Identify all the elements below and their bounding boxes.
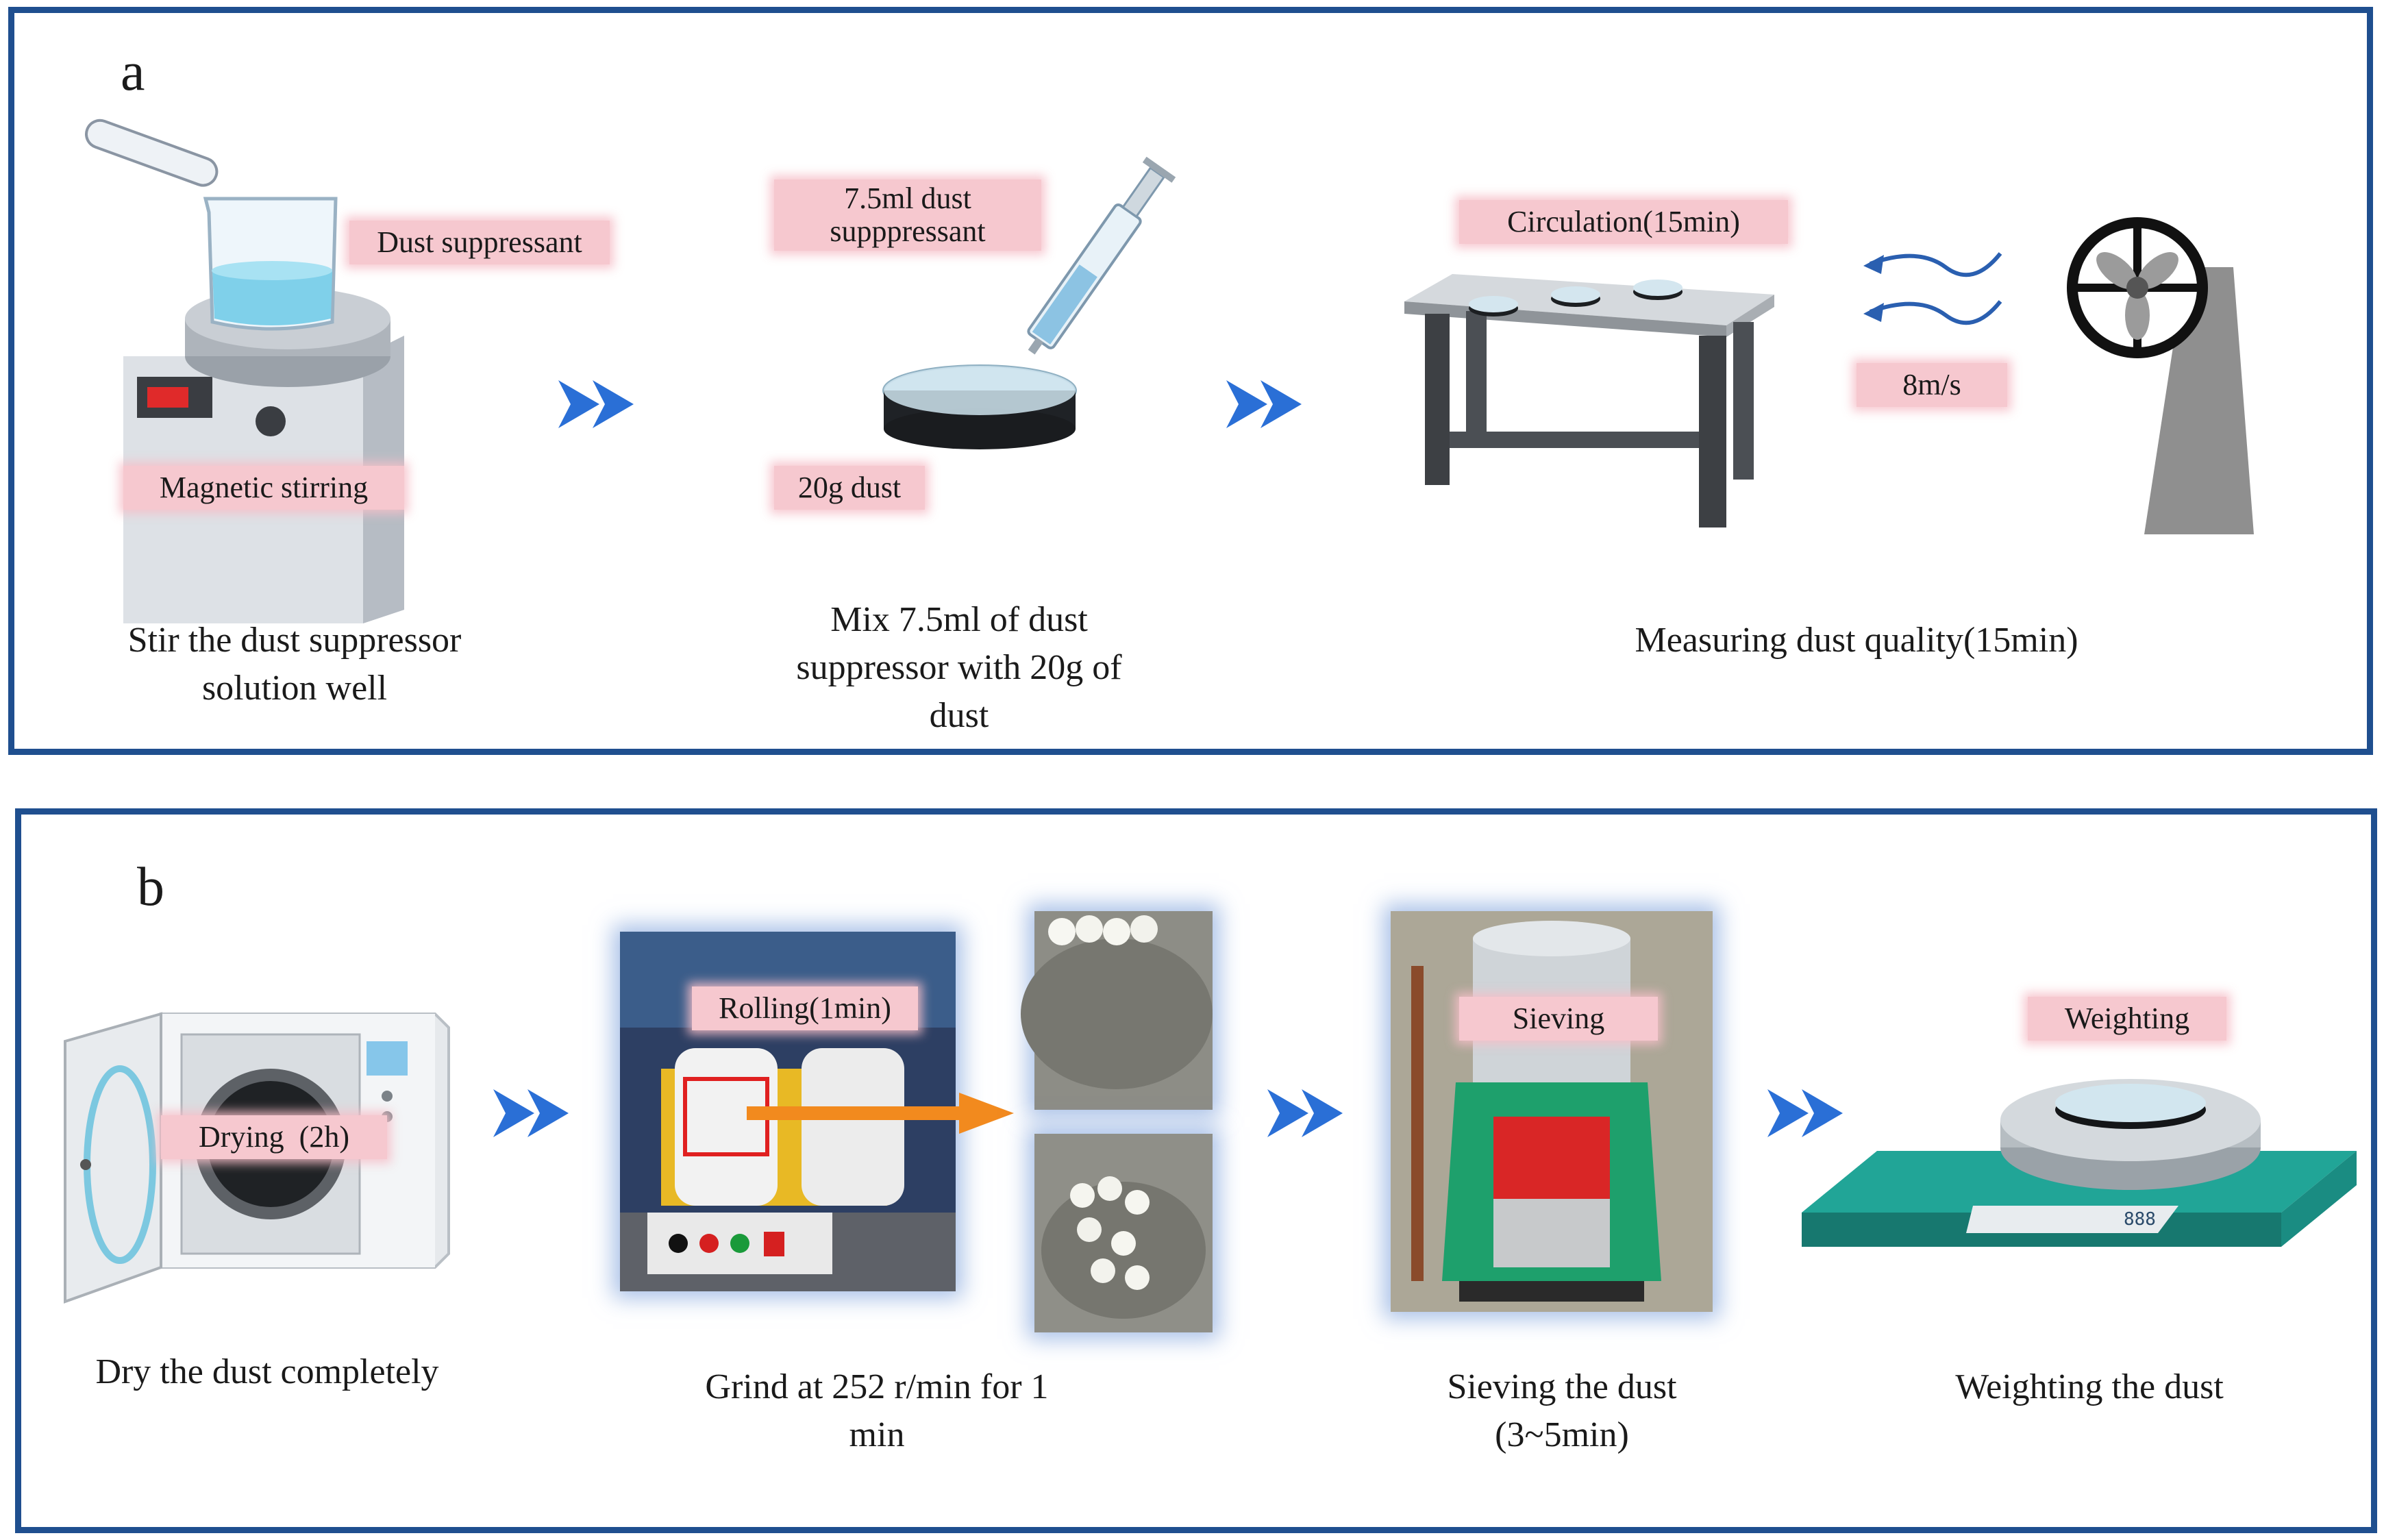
tag-mass: 20g dust bbox=[774, 466, 925, 510]
syringe-petri-dish-illustration bbox=[882, 156, 1176, 449]
flow-arrow-icon bbox=[1267, 1089, 1343, 1137]
flow-arrow-icon bbox=[558, 380, 634, 428]
wind-arrows-icon bbox=[1863, 252, 2002, 325]
caption-mix-line3: dust bbox=[929, 696, 989, 735]
panel-a-letter: a bbox=[121, 42, 145, 102]
caption-dry: Dry the dust completely bbox=[95, 1352, 439, 1391]
caption-mix-line1: Mix 7.5ml of dust bbox=[830, 600, 1088, 639]
ball-grinding-closeup-photo-bottom bbox=[1034, 1134, 1213, 1332]
tag-magnetic-stirring: Magnetic stirring bbox=[123, 466, 404, 510]
sieving-machine-photo bbox=[1391, 911, 1713, 1312]
tag-weighting: Weighting bbox=[2028, 997, 2226, 1041]
caption-sieve-line1: Sieving the dust bbox=[1447, 1367, 1677, 1406]
flow-arrow-icon bbox=[1767, 1089, 1843, 1137]
flow-arrow-icon bbox=[493, 1089, 569, 1137]
caption-sieve-line2: (3~5min) bbox=[1495, 1415, 1629, 1454]
tag-volume-line2: supppressant bbox=[830, 214, 986, 248]
lab-table-illustration bbox=[1404, 274, 1774, 527]
ball-grinding-closeup-photo-top bbox=[1021, 911, 1213, 1110]
caption-grind-line1: Grind at 252 r/min for 1 bbox=[705, 1367, 1049, 1406]
caption-stir: Stir the dust suppressor solution well bbox=[69, 617, 521, 712]
caption-stir-line2: solution well bbox=[201, 669, 388, 708]
magnetic-stirrer-illustration bbox=[85, 119, 404, 623]
caption-sieve: Sieving the dust (3~5min) bbox=[1384, 1363, 1740, 1459]
caption-measure: Measuring dust quality(15min) bbox=[1635, 621, 2078, 660]
caption-grind: Grind at 252 r/min for 1 min bbox=[658, 1363, 1096, 1459]
tag-volume: 7.5ml dust supppressant bbox=[774, 179, 1041, 251]
tag-drying: Drying (2h) bbox=[161, 1115, 387, 1159]
flow-arrow-icon bbox=[1226, 380, 1302, 428]
balance-scale-illustration: 888 bbox=[1802, 1079, 2357, 1247]
tag-wind-speed: 8m/s bbox=[1857, 363, 2007, 407]
caption-mix: Mix 7.5ml of dust suppressor with 20g of… bbox=[740, 596, 1178, 740]
zoom-arrow-icon bbox=[747, 1093, 1014, 1134]
caption-mix-line2: suppressor with 20g of bbox=[796, 648, 1122, 687]
tag-circulation: Circulation(15min) bbox=[1459, 200, 1788, 244]
caption-weigh: Weighting the dust bbox=[1955, 1367, 2224, 1406]
tag-rolling: Rolling(1min) bbox=[692, 986, 918, 1030]
panel-b-letter: b bbox=[137, 857, 164, 917]
fan-illustration bbox=[2067, 217, 2254, 534]
caption-stir-line1: Stir the dust suppressor bbox=[127, 621, 462, 660]
caption-grind-line2: min bbox=[849, 1415, 905, 1454]
tag-dust-suppressant: Dust suppressant bbox=[349, 221, 610, 264]
tag-volume-line1: 7.5ml dust bbox=[844, 182, 971, 215]
scale-display-readout: 888 bbox=[2124, 1209, 2156, 1230]
tag-sieving: Sieving bbox=[1459, 997, 1658, 1041]
